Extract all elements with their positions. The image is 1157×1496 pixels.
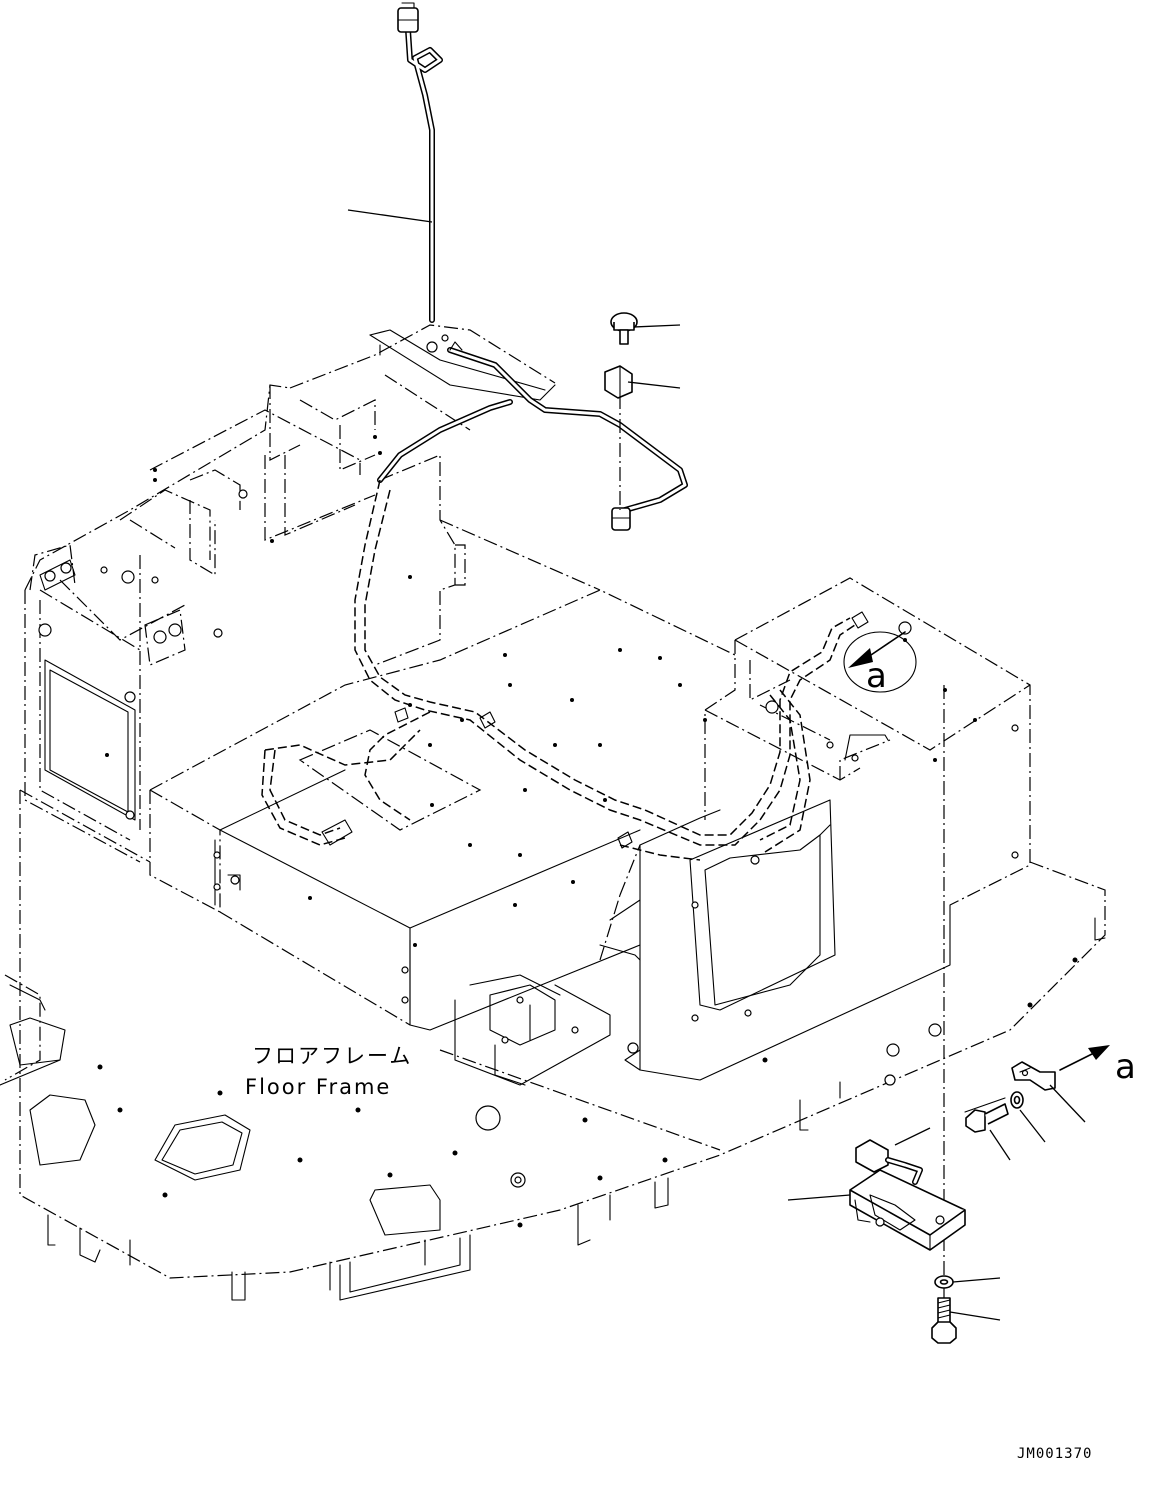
drawing-code: JM001370: [1017, 1446, 1092, 1462]
center-console-base: [149, 454, 736, 1086]
view-marker-circle-label: a: [866, 656, 887, 696]
lower-washer-icon: [934, 1275, 954, 1289]
view-arrow-a: a: [1059, 1045, 1136, 1087]
floor-frame-holes: [97, 957, 1078, 1228]
washer-icon: [1010, 1091, 1024, 1109]
bolt-icon: [964, 1097, 1009, 1133]
floor-frame: [0, 789, 1106, 1301]
right-console-box: [599, 577, 1031, 1081]
harness-clip-icon: [604, 365, 633, 399]
view-arrow-label: a: [1115, 1047, 1136, 1087]
floor-frame-label-en: Floor Frame: [245, 1075, 391, 1099]
wire-harness: [261, 2, 912, 861]
rear-frame-structure: [24, 324, 556, 863]
lower-bolt-icon: [931, 1297, 957, 1344]
view-marker-a: a: [843, 631, 917, 696]
floor-frame-label-jp: フロアフレーム: [252, 1044, 412, 1068]
harness-connector-icon: [611, 507, 631, 531]
clip-screw-icon: [610, 312, 638, 345]
controller-unit-icon: [849, 1139, 966, 1251]
leader-lines: [347, 209, 1086, 1321]
bracket-icon: [1011, 1061, 1056, 1091]
